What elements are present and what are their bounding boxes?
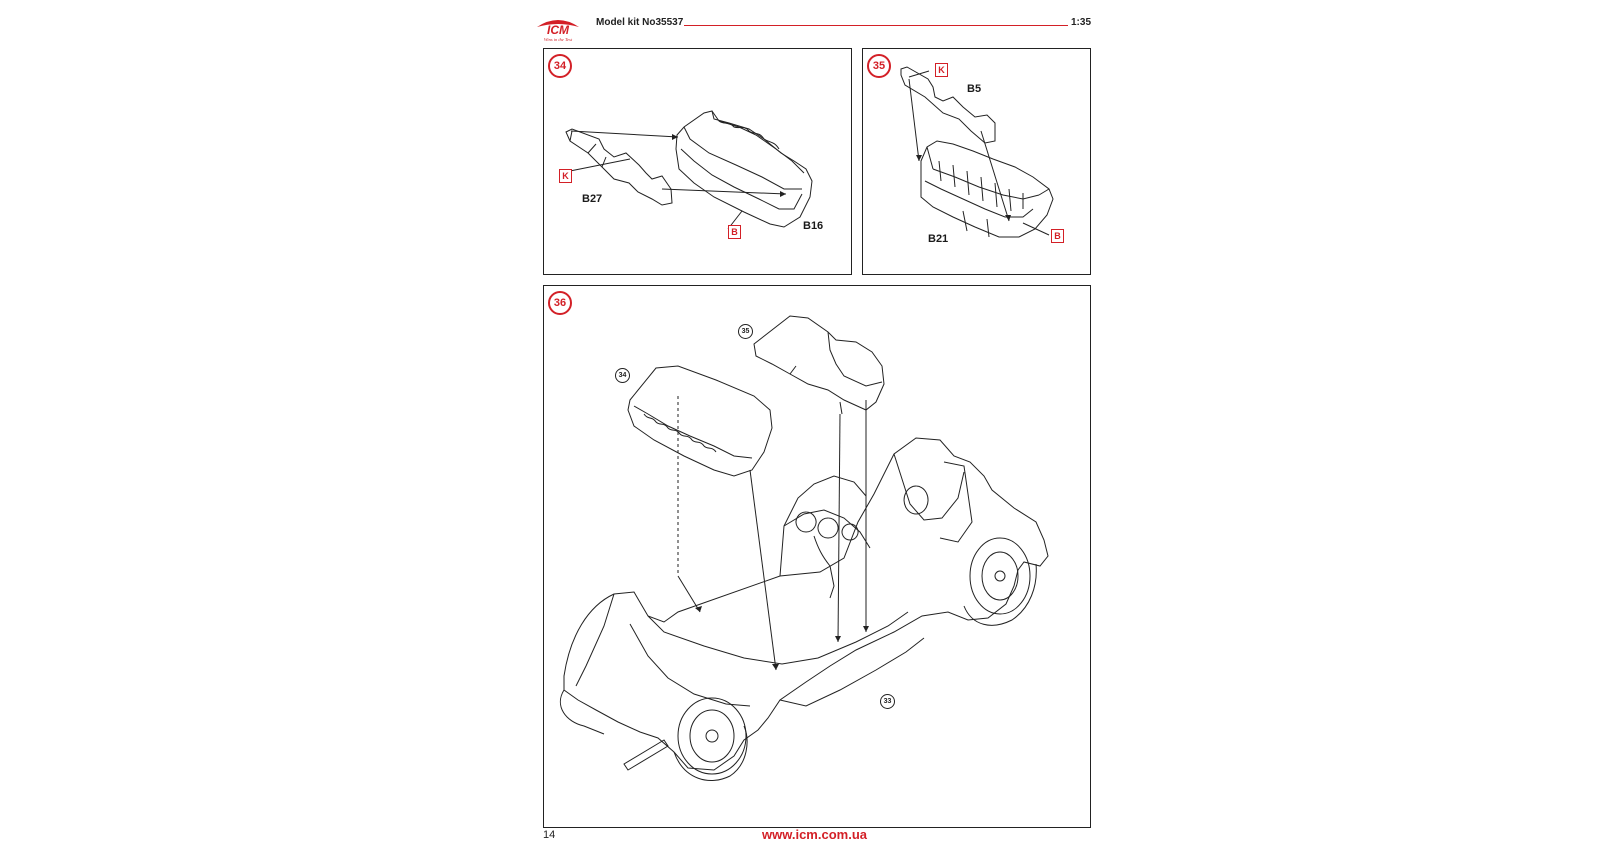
page-number: 14 <box>543 829 556 841</box>
website-link[interactable]: www.icm.com.ua <box>762 827 867 842</box>
part-label-b5: B5 <box>967 83 982 95</box>
part-label-b16: B16 <box>803 220 824 232</box>
part-label-b21: B21 <box>928 233 949 245</box>
icm-logo: ICM Wins in the Test <box>533 15 583 43</box>
color-code-b: B <box>1051 229 1064 243</box>
chassis-assembly-drawing <box>544 286 1092 829</box>
front-seat-assembly-drawing <box>863 49 1092 276</box>
step-34-panel: 34 K B27 <box>543 48 852 275</box>
header-divider <box>684 25 1068 26</box>
svg-text:Wins in the Test: Wins in the Test <box>544 37 573 42</box>
kit-number: Model kit No35537 <box>596 17 684 28</box>
rear-seat-assembly-drawing <box>544 49 853 276</box>
svg-text:ICM: ICM <box>547 23 570 37</box>
ref-step-35-badge: 35 <box>738 324 753 339</box>
ref-step-34-badge: 34 <box>615 368 630 383</box>
color-code-k: K <box>935 63 948 77</box>
step-35-panel: 35 K B5 <box>862 48 1091 275</box>
step-number-badge: 35 <box>867 54 891 78</box>
step-36-panel: 36 <box>543 285 1091 828</box>
color-code-k: K <box>559 169 572 183</box>
step-number-badge: 34 <box>548 54 572 78</box>
step-number-badge: 36 <box>548 291 572 315</box>
ref-step-33-badge: 33 <box>880 694 895 709</box>
scale-label: 1:35 <box>1071 17 1092 28</box>
part-label-b27: B27 <box>582 193 603 205</box>
color-code-b: B <box>728 225 741 239</box>
